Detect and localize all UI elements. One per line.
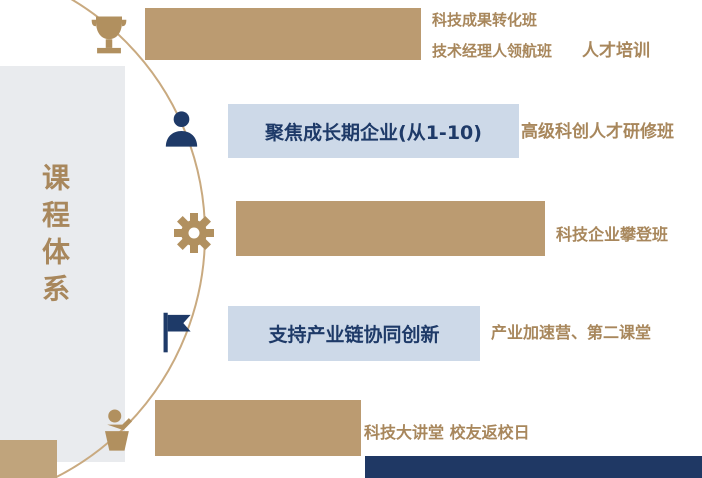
- stage-bar-1: [145, 8, 421, 60]
- gear-icon: [170, 209, 218, 257]
- stage-bar-5: [155, 400, 361, 456]
- course-label-1b: 技术经理人领航班 人才培训: [432, 36, 650, 61]
- course-label-5: 科技大讲堂 校友返校日: [364, 423, 530, 442]
- trophy-icon: [83, 10, 135, 62]
- course-label-1b-text: 技术经理人领航班: [432, 42, 553, 60]
- course-label-3: 科技企业攀登班: [556, 225, 669, 244]
- corner-tan-bar: [0, 440, 57, 478]
- stage-bar-4: 支持产业链协同创新: [228, 306, 480, 361]
- course-label-4: 产业加速营、第二课堂: [491, 323, 652, 342]
- category-tag: 人才培训: [582, 41, 651, 61]
- stage-bar-3: [236, 201, 545, 256]
- lecturer-icon: [92, 402, 144, 456]
- bottom-navy-bar: [365, 456, 702, 478]
- flag-icon: [150, 305, 200, 358]
- person-icon: [158, 103, 205, 155]
- diagram-title: 课程体系: [38, 163, 71, 311]
- stage-bar-2: 聚焦成长期企业(从1-10): [228, 104, 519, 158]
- course-label-2: 高级科创人才研修班: [521, 122, 674, 142]
- course-label-1a: 科技成果转化班: [432, 11, 538, 29]
